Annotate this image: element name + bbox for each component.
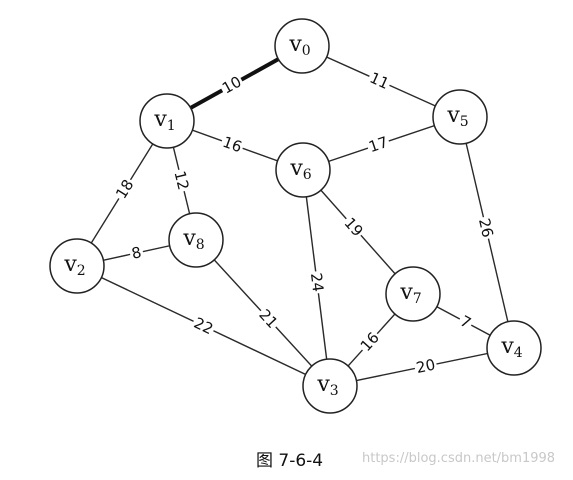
node-circle [385,266,441,322]
edge-weight-v5-v6: 17 [366,133,390,156]
node-label: v8 [182,226,204,253]
edge-weight-backdrop [340,213,367,241]
node-subscript: 4 [514,345,523,361]
node-letter: v [316,372,330,397]
node-label: v4 [500,334,522,361]
edge-weight-v0-v1: 10 [219,72,244,97]
edge-weight-v6-v3: 24 [307,272,327,293]
node-circle [486,320,542,376]
edge-weight-backdrop [112,175,138,203]
node-v5: v5 [432,89,488,145]
node-label: v3 [316,372,338,399]
node-circle [168,212,224,268]
edge-weight-backdrop [128,243,145,263]
node-letter: v [63,252,77,277]
node-v3: v3 [302,358,358,414]
edge-weight-backdrop [218,72,246,98]
node-v8: v8 [168,212,224,268]
node-letter: v [399,280,413,305]
figure-caption: 图 7-6-4 [256,451,324,471]
node-subscript: 2 [77,263,86,279]
node-label: v1 [153,107,175,134]
edge-weight-v6-v7: 19 [341,214,367,240]
node-v2: v2 [49,238,105,294]
node-subscript: 1 [167,118,176,134]
node-label: v6 [289,156,311,183]
node-label: v7 [399,280,421,307]
watermark: https://blog.csdn.net/bm1998 [362,451,556,466]
node-subscript: 8 [196,237,205,253]
edge-weight-backdrop [171,167,192,194]
node-label: v5 [446,103,468,130]
node-v1: v1 [139,93,195,149]
node-circle [275,142,331,198]
node-label: v0 [288,32,310,59]
node-v4: v4 [486,320,542,376]
node-v7: v7 [385,266,441,322]
edge-weight-backdrop [190,314,217,338]
edge-weight-v1-v6: 16 [220,133,244,156]
edge-weight-backdrop [365,133,392,156]
node-letter: v [288,32,302,57]
node-subscript: 0 [302,43,311,59]
edge-weight-backdrop [307,270,327,295]
node-circle [302,358,358,414]
edge-weight-v2-v8: 8 [130,243,143,263]
node-letter: v [182,226,196,251]
edge-weight-v1-v8: 12 [170,169,192,192]
edge-weight-v3-v4: 20 [415,355,437,376]
edge-weight-backdrop [475,215,497,241]
node-letter: v [153,107,167,132]
node-subscript: 5 [460,114,469,130]
edge-weight-backdrop [219,133,246,156]
node-letter: v [289,156,303,181]
edge-weight-v1-v2: 18 [112,176,137,202]
edge-weight-v5-v4: 26 [475,217,497,240]
edge-weight-backdrop [366,68,393,93]
edge-weight-backdrop [356,328,384,356]
edge-weight-v2-v3: 22 [191,314,216,338]
edge-weight-backdrop [456,311,476,333]
node-circle [49,238,105,294]
node-circle [274,18,330,74]
node-v6: v6 [275,142,331,198]
node-letter: v [500,334,514,359]
node-subscript: 6 [303,167,312,183]
node-circle [139,93,195,149]
node-letter: v [446,103,460,128]
node-label: v2 [63,252,85,279]
edge-weight-v0-v5: 11 [367,69,392,93]
node-v0: v0 [274,18,330,74]
node-subscript: 7 [413,291,422,307]
node-circle [432,89,488,145]
node-subscript: 3 [330,383,339,399]
edge-weight-backdrop [413,356,439,377]
edge-weight-backdrop [255,305,282,333]
